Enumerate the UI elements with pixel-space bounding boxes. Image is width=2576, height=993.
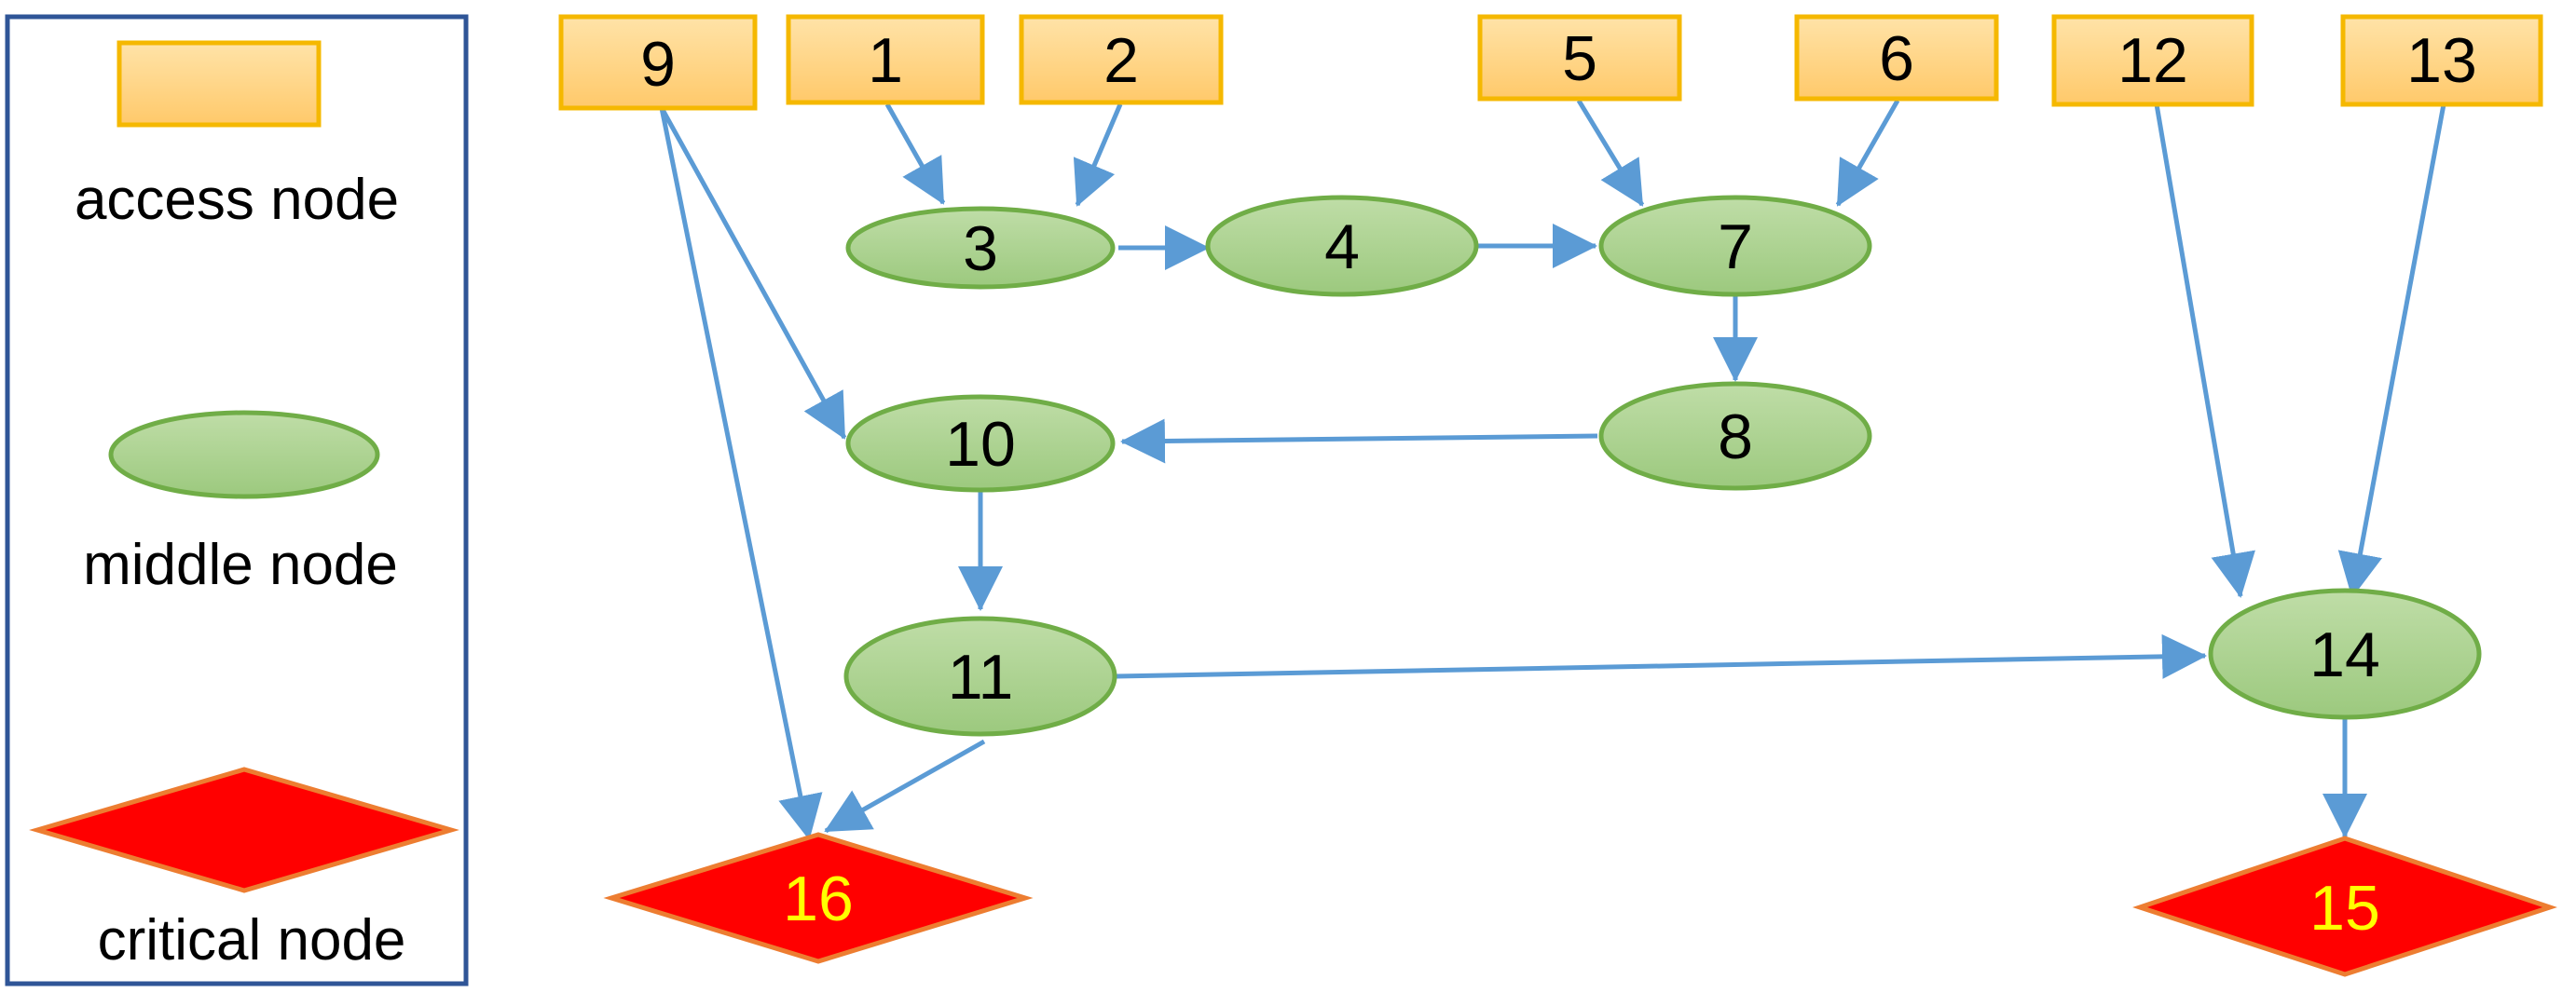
edge-9-10 [659,106,847,440]
svg-text:10: 10 [945,409,1016,480]
middle-node-11: 11 [843,616,1117,737]
middle-node-14: 14 [2208,588,2482,720]
svg-text:6: 6 [1879,23,1914,94]
svg-text:15: 15 [2309,873,2380,944]
middle-node-7: 7 [1598,195,1872,297]
legend-critical-node-shape [29,767,459,893]
svg-text:8: 8 [1718,401,1753,472]
svg-text:11: 11 [948,642,1014,713]
middle-node-8: 8 [1598,381,1872,491]
access-node-2: 2 [1019,14,1224,105]
edges [659,99,2446,840]
access-node-5: 5 [1477,14,1682,102]
critical-node-16: 16 [603,832,1034,964]
edge-6-7 [1835,99,1900,207]
svg-text:2: 2 [1103,25,1139,96]
access-node-12: 12 [2051,14,2254,107]
legend-critical-node-label: critical node [98,908,406,973]
legend-middle-node-shape [108,410,380,499]
svg-text:1: 1 [868,25,903,96]
svg-text:9: 9 [640,29,676,100]
edge-13-14 [2337,103,2446,598]
edge-1-3 [884,102,946,205]
svg-text:4: 4 [1324,211,1360,282]
middle-node-4: 4 [1205,195,1479,297]
access-node-6: 6 [1794,14,1999,102]
svg-text:13: 13 [2406,25,2477,96]
svg-text:7: 7 [1718,211,1753,282]
edge-5-7 [1576,99,1645,207]
middle-node-3: 3 [845,206,1116,290]
legend-middle-node-label: middle node [83,533,398,597]
access-node-1: 1 [786,14,985,105]
edge-2-3 [1073,103,1123,207]
svg-text:5: 5 [1562,23,1597,94]
access-node-9: 9 [558,14,758,111]
edge-12-14 [2154,103,2255,598]
critical-node-15: 15 [2132,836,2557,977]
access-node-13: 13 [2340,14,2543,107]
legend-access-node-shape [116,40,322,128]
edge-11-14 [1116,633,2207,679]
middle-node-10: 10 [845,394,1116,493]
svg-text:16: 16 [783,864,854,934]
edge-8-10 [1120,418,1598,464]
edge-11-16 [824,739,986,834]
edge-9-16 [659,107,823,840]
legend-access-node-label: access node [75,168,399,232]
svg-text:14: 14 [2309,619,2380,690]
svg-text:12: 12 [2117,25,2188,96]
svg-text:3: 3 [963,213,998,284]
